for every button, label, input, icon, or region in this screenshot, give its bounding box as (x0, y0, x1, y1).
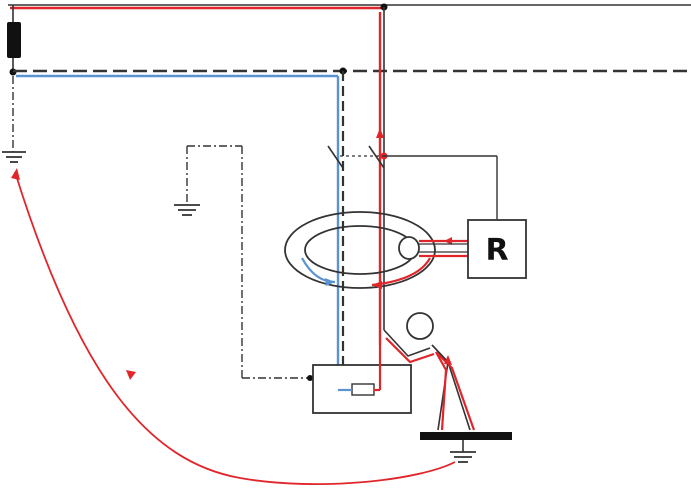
protective-earth-conductor (186, 145, 313, 381)
relay-label: R (485, 233, 508, 268)
neutral-conductor (13, 67, 691, 395)
switch-contact (327, 145, 498, 220)
ground-icon (2, 151, 26, 163)
relay-box: R (467, 219, 527, 279)
load-enclosure (312, 345, 412, 414)
person-figure (383, 312, 512, 440)
ground-icon (450, 440, 476, 463)
phase-drop (376, 7, 385, 345)
earth-return-path (11, 168, 456, 485)
current-transformer-toroid (284, 211, 468, 289)
fuse-icon (7, 5, 21, 76)
ground-icon (174, 204, 200, 216)
